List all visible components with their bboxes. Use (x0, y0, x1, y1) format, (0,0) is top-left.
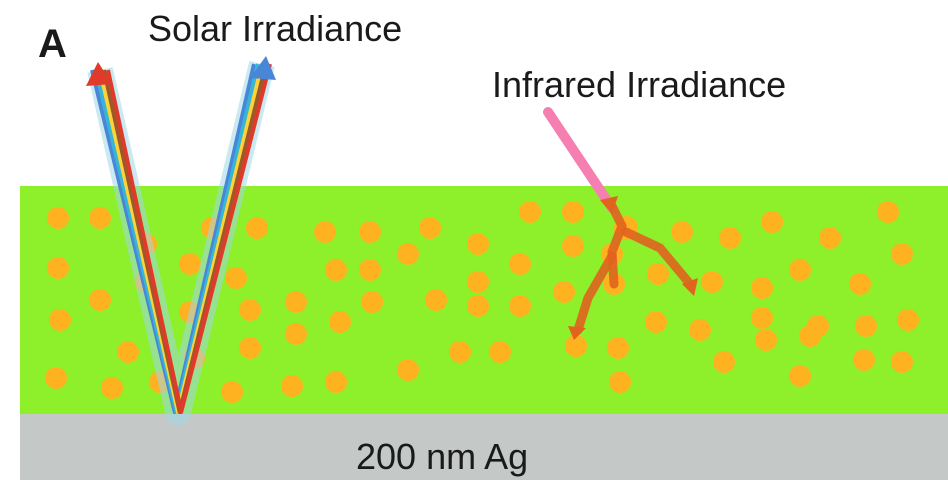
particle-dot (645, 311, 667, 333)
solar-arrowhead-right (250, 56, 276, 80)
particle-dot (467, 295, 489, 317)
particle-dot (239, 299, 261, 321)
particle-dot (449, 341, 471, 363)
particle-dot (49, 309, 71, 331)
particle-dot (755, 329, 777, 351)
particle-dot (89, 207, 111, 229)
particle-dot (789, 259, 811, 281)
particle-dot (467, 233, 489, 255)
silver-substrate-layer (20, 414, 948, 480)
particle-dot (117, 341, 139, 363)
scatter-arrowhead (568, 326, 586, 340)
particle-dot (285, 323, 307, 345)
particle-dot (397, 359, 419, 381)
particle-dot (891, 243, 913, 265)
particle-dot (819, 227, 841, 249)
particle-dot (89, 289, 111, 311)
particle-dot (877, 201, 899, 223)
particle-dot (314, 221, 336, 243)
particle-dot (609, 371, 631, 393)
particle-dot (553, 281, 575, 303)
particle-dot (701, 271, 723, 293)
particle-dot (562, 235, 584, 257)
scatter-arrow (573, 251, 617, 335)
particle-dot (855, 315, 877, 337)
scatter-arrowhead (682, 278, 698, 296)
solar-arrowhead-left (86, 62, 112, 86)
particle-dot (425, 289, 447, 311)
particle-dot (789, 365, 811, 387)
particle-dot (285, 291, 307, 313)
solar-irradiance-beam-icon (86, 56, 276, 425)
scatter-arrow (621, 227, 695, 289)
particle-dot (509, 253, 531, 275)
solar-spectrum-line (106, 63, 272, 414)
particle-dot (225, 267, 247, 289)
particle-dot (179, 253, 201, 275)
particle-dot (239, 337, 261, 359)
particle-dot (897, 309, 919, 331)
particle-dot (329, 311, 351, 333)
infrared-irradiance-beam-icon (543, 107, 698, 340)
particle-dot (761, 211, 783, 233)
particle-dot (221, 381, 243, 403)
panel-letter: A (38, 22, 67, 66)
particle-dot (689, 319, 711, 341)
scatter-arrowhead (600, 196, 618, 214)
particle-dot (101, 377, 123, 399)
scatter-arrow (607, 201, 627, 289)
particle-dot (671, 221, 693, 243)
particle-dot (647, 263, 669, 285)
particle-dot (607, 337, 629, 359)
particle-dot (489, 341, 511, 363)
particle-dot (47, 257, 69, 279)
particle-dot (713, 351, 735, 373)
particle-dot (751, 277, 773, 299)
particle-dot (359, 221, 381, 243)
infrared-incident-beam (543, 107, 617, 213)
particle-dot (519, 201, 541, 223)
substrate-label: 200 nm Ag (356, 436, 529, 477)
particle-dot (565, 335, 587, 357)
particle-dot (891, 351, 913, 373)
particle-dot (467, 271, 489, 293)
particle-dot (325, 259, 347, 281)
particle-dot (562, 201, 584, 223)
particle-dot (246, 217, 268, 239)
particle-dot (419, 217, 441, 239)
particle-dot (751, 307, 773, 329)
particle-dot (325, 371, 347, 393)
particle-dot (853, 349, 875, 371)
particle-dot (47, 207, 69, 229)
particle-dot (45, 367, 67, 389)
solar-irradiance-label: Solar Irradiance (148, 8, 403, 49)
particle-dot (397, 243, 419, 265)
particle-dot (799, 325, 821, 347)
particle-dot (359, 259, 381, 281)
particle-dot (849, 273, 871, 295)
particle-dot (509, 295, 531, 317)
particle-dot (281, 375, 303, 397)
particle-dot (719, 227, 741, 249)
infrared-irradiance-label: Infrared Irradiance (492, 64, 787, 105)
particle-dot (361, 291, 383, 313)
